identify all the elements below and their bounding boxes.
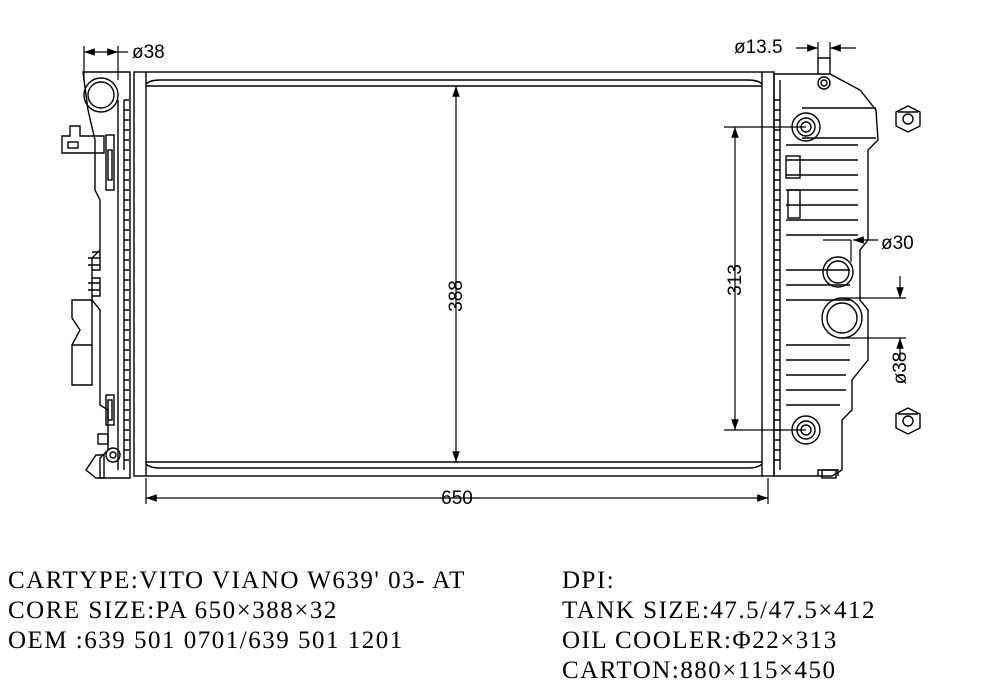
spec-dpi: DPI: (562, 567, 616, 594)
inlet-pipe (83, 77, 119, 113)
label-oil-pipe-dia: ø30 (881, 233, 914, 254)
dim-oil-cooler (724, 126, 806, 431)
right-tank (773, 57, 879, 479)
spec-left-block: CARTYPE:VITO VIANO W639' 03- AT CORE SIZ… (8, 566, 466, 656)
spec-oil-cooler: OIL COOLER:Φ22×313 (562, 627, 838, 654)
radiator-core (133, 71, 775, 477)
radiator-drawing: ø38 ø13.5 388 313 ø30 ø38 650 (61, 37, 921, 509)
spec-oem: OEM :639 501 0701/639 501 1201 (8, 627, 404, 654)
spec-right-block: DPI: TANK SIZE:47.5/47.5×412 OIL COOLER:… (562, 566, 876, 686)
label-drain-dia: ø13.5 (734, 37, 783, 58)
dim-outlet-dia (842, 276, 906, 360)
outlet-pipe (821, 297, 863, 339)
spec-cartype: CARTYPE:VITO VIANO W639' 03- AT (8, 567, 466, 594)
label-core-width: 650 (441, 488, 473, 509)
dim-core-width (145, 478, 769, 504)
spec-carton: CARTON:880×115×450 (562, 657, 837, 684)
dim-drain-dia (796, 42, 856, 58)
label-inlet-dia: ø38 (132, 42, 165, 63)
label-oil-cooler: 313 (725, 264, 746, 296)
spec-core-size: CORE SIZE:PA 650×388×32 (8, 597, 338, 624)
dim-oil-pipe (823, 236, 878, 262)
spec-tank-size: TANK SIZE:47.5/47.5×412 (562, 597, 876, 624)
oil-pipe-30 (822, 256, 854, 288)
dim-inlet-dia (83, 46, 128, 80)
label-core-height: 388 (446, 280, 467, 312)
label-outlet-dia: ø38 (890, 352, 911, 385)
fitting-nut-top (895, 105, 921, 133)
left-tank (61, 71, 131, 479)
fitting-nut-bottom (895, 407, 921, 435)
